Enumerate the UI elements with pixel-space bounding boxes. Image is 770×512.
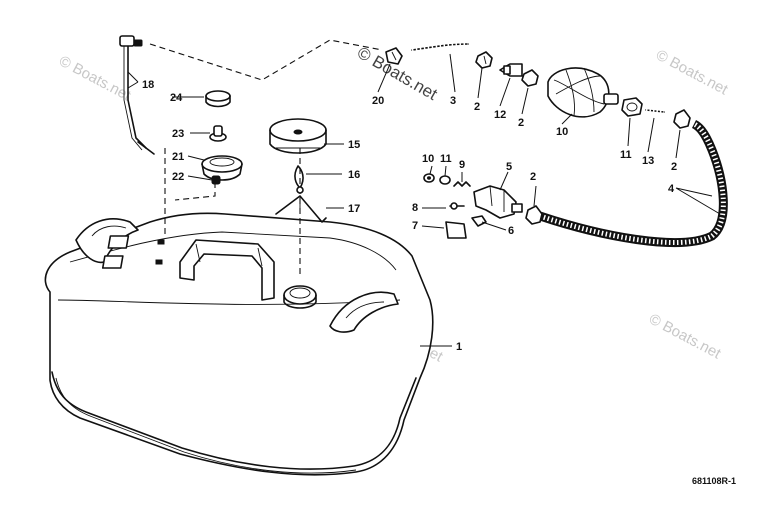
part-label: 11 [440,153,452,165]
fuel-tank [44,212,434,476]
part-label: 10 [556,126,568,138]
part-label: 9 [459,159,465,171]
leader-lines [127,53,721,347]
part-19-vent-tube [119,35,155,155]
part-label: 12 [494,109,506,121]
part-22-vent-screw [209,125,227,142]
part-label: 5 [506,161,512,173]
part-16-filler-cap [269,118,327,154]
part-17-cap-chain [294,165,304,194]
part-label: 7 [412,220,418,232]
part-label: 23 [172,128,184,140]
part-labels: 18 24 23 21 22 15 16 17 1 20 3 2 12 2 10… [142,79,677,353]
part-label: 2 [530,171,536,183]
part-label: 11 [620,149,632,161]
part-label: 10 [422,153,434,165]
part-label: 15 [348,139,360,151]
part-18-cap-strap [275,195,327,223]
part-label: 16 [348,169,360,181]
part-label: 2 [474,101,480,113]
part-label: 2 [671,161,677,173]
part-label: 13 [642,155,654,167]
part-label: 6 [508,225,514,237]
part-label: 3 [450,95,456,107]
part-label: 17 [348,203,360,215]
part-4-fuel-hose [525,119,728,248]
part-label: 8 [412,202,418,214]
part-24-vent-cap [205,90,231,108]
part-label: 1 [456,341,462,353]
watermark: © Boats.net [646,311,724,363]
watermark: © Boats.net [653,47,731,99]
part-label: 20 [372,95,384,107]
top-fuel-line [385,41,691,129]
part-label: 2 [518,117,524,129]
part-label: 24 [170,92,183,104]
reference-code: 681108R-1 [692,476,736,486]
part-label: 18 [142,79,154,91]
part-21-vent-housing [201,155,243,185]
watermark: © Boats.net [56,53,134,105]
outlet-valve-assembly [423,173,523,239]
part-label: 4 [668,183,675,195]
part-label: 22 [172,171,184,183]
part-label: 21 [172,151,184,163]
